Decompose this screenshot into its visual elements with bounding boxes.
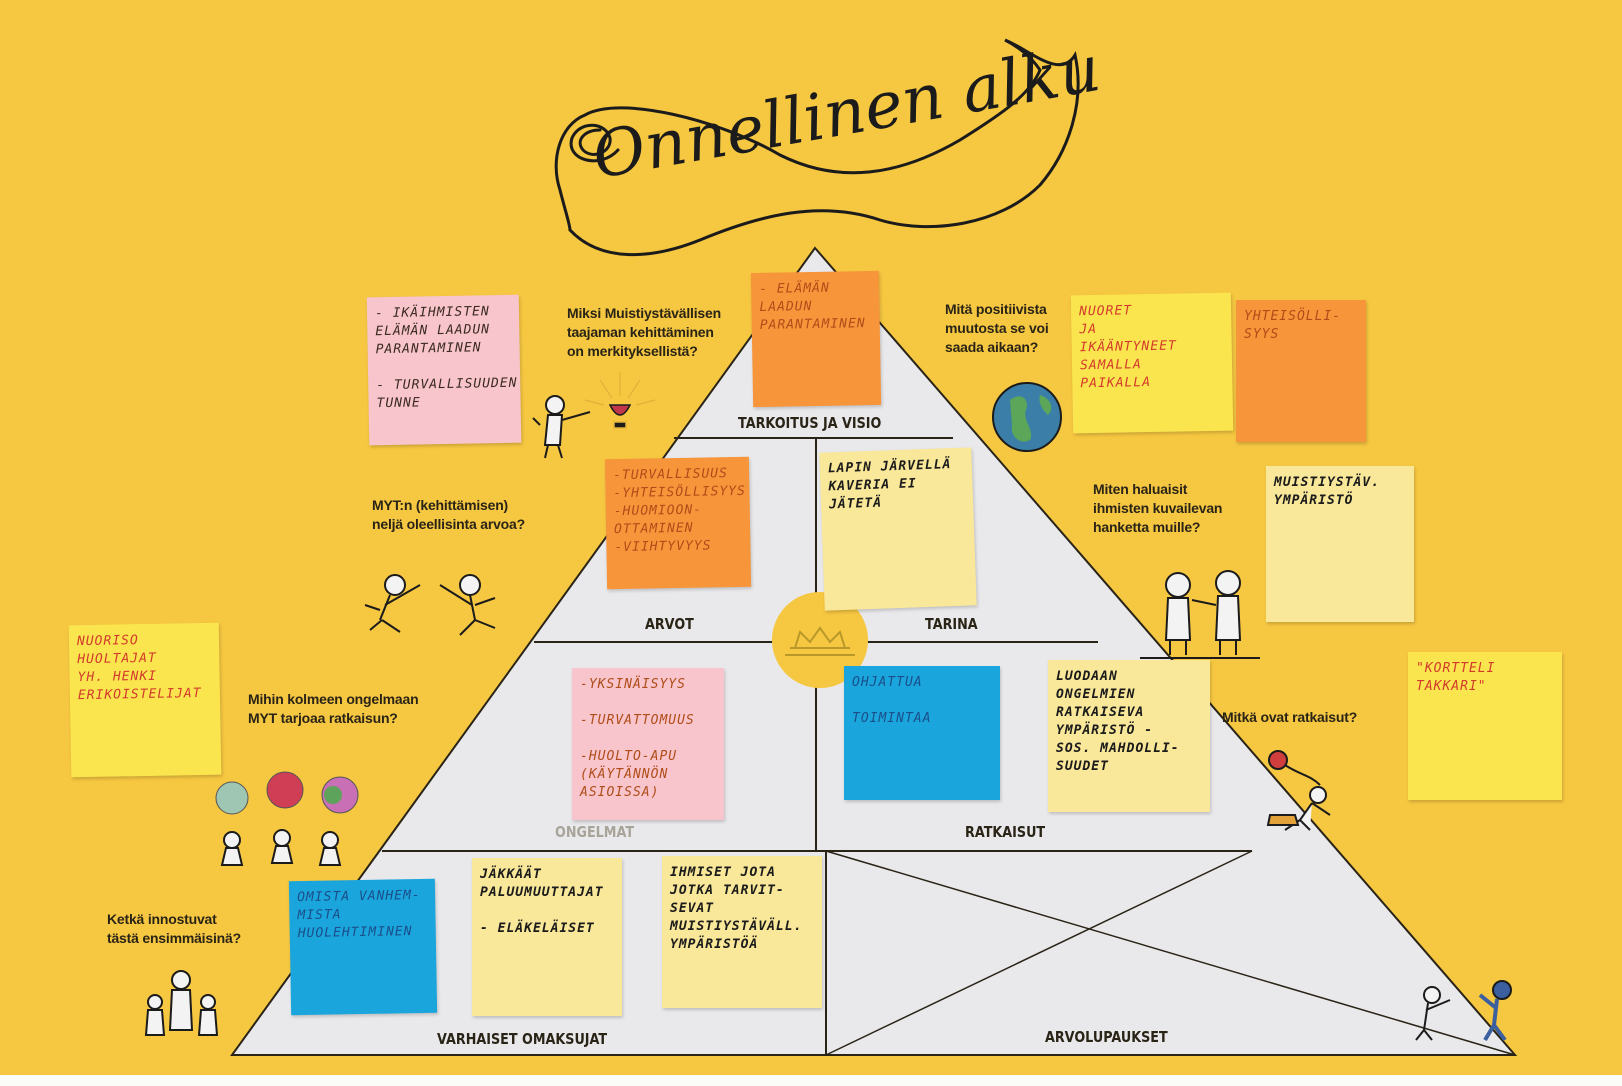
celebrating-people-icon	[1415, 980, 1512, 1042]
level-arvolupaukset: ARVOLUPAUKSET	[1045, 1028, 1168, 1046]
crown-icon	[785, 626, 855, 656]
cross-line-a	[825, 850, 1516, 1056]
globe-icon	[992, 382, 1062, 452]
level-arvot: ARVOT	[645, 615, 694, 633]
high-five-people-icon	[364, 574, 496, 636]
center-circle	[772, 592, 868, 688]
sticky-note-muistiystavallinen[interactable]: MUISTIYSTÄV.YMPÄRISTÖ	[1266, 466, 1414, 622]
sticky-note-orange-arvot[interactable]: -TURVALLISUUS-YHTEISÖLLISYYS-HUOMIOON- O…	[604, 456, 752, 590]
thinking-people-icon	[215, 771, 359, 866]
level-tarina: TARINA	[925, 615, 978, 633]
sticky-note-orange-yhteisollisyys[interactable]: YHTEISÖLLI- SYYS	[1236, 300, 1366, 442]
sticky-note-orange-tarkoitus[interactable]: - ELÄMÄN LAADUN PARANTAMINEN	[750, 270, 882, 408]
two-people-icon	[1140, 570, 1260, 659]
level-tarkoitus: TARKOITUS JA VISIO	[738, 414, 882, 432]
level-ratkaisut: RATKAISUT	[965, 823, 1046, 841]
level-omaksujat: VARHAISET OMAKSUJAT	[437, 1030, 608, 1048]
trophy-icon	[584, 372, 656, 429]
pointing-person-icon	[532, 395, 591, 459]
cross-line-b	[825, 850, 1253, 1056]
question-myt: MYT:n (kehittämisen)neljä oleellisinta a…	[372, 497, 525, 532]
sticky-note-pink-elamanlaatu[interactable]: - IKÄIHMISTEN ELÄMÄN LAADUN PARANTAMINEN…	[366, 294, 522, 446]
pyramid	[230, 246, 1518, 1056]
family-icon	[144, 970, 219, 1036]
sticky-note-blue-ratkaisut[interactable]: OHJATTUA TOIMINTAA	[844, 666, 1000, 800]
scroll-banner-icon	[554, 38, 1080, 257]
question-mitka: Mitkä ovat ratkaisut?	[1222, 709, 1358, 725]
balloon-person-icon	[1266, 750, 1331, 831]
sticky-note-pink-ongelmat[interactable]: -YKSINÄISYYS -TURVATTOMUUS -HUOLTO-APU (…	[572, 668, 724, 820]
level-ongelmat: ONGELMAT	[555, 823, 635, 841]
